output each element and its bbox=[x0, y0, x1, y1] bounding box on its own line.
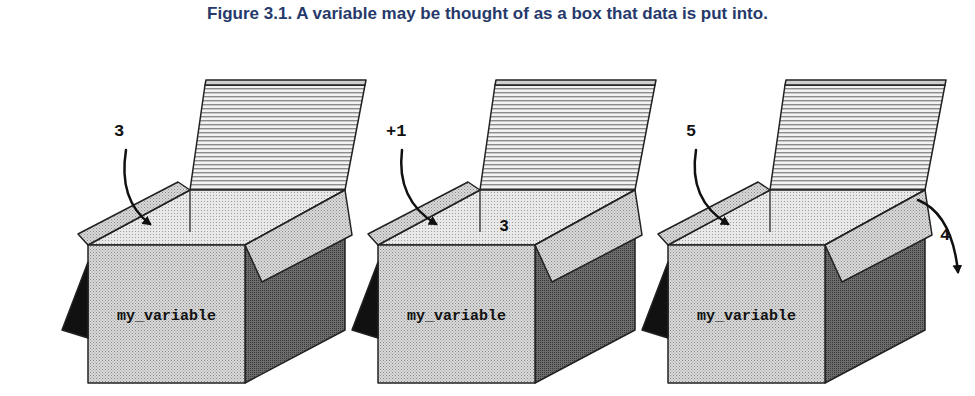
box-node: my_variable bbox=[62, 80, 366, 385]
figure-title: Figure 3.1. A variable may be thought of… bbox=[0, 4, 975, 24]
value-label: 4 bbox=[940, 226, 950, 245]
open-box bbox=[352, 80, 656, 383]
input-arrow bbox=[695, 150, 728, 224]
stored-value: 3 bbox=[492, 218, 516, 236]
input-arrow bbox=[401, 150, 436, 224]
value-label: +1 bbox=[386, 122, 406, 141]
variable-name: my_variable bbox=[668, 308, 825, 325]
value-label: 5 bbox=[686, 122, 696, 141]
output-arrow bbox=[918, 200, 958, 272]
open-box bbox=[642, 80, 946, 383]
open-box bbox=[62, 80, 366, 383]
input-arrow bbox=[124, 150, 150, 224]
variable-name: my_variable bbox=[378, 308, 535, 325]
value-label: 3 bbox=[114, 122, 124, 141]
variable-name: my_variable bbox=[88, 308, 245, 325]
